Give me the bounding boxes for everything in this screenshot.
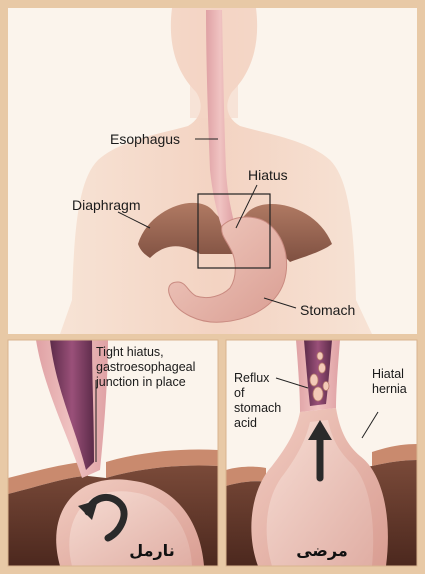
normal-panel: Tight hiatus, gastroesophageal junction …	[8, 340, 218, 566]
acid-droplet	[319, 363, 326, 373]
acid-droplet	[323, 382, 329, 391]
reflux-label-line-4: acid	[234, 416, 257, 430]
acid-droplet	[310, 374, 318, 386]
hernia-label: Hiatal hernia	[372, 367, 407, 396]
hernia-label-line-1: Hiatal	[372, 367, 404, 381]
acid-droplet	[317, 352, 323, 360]
reflux-label-line-1: Reflux	[234, 371, 270, 385]
hernia-panel: Reflux of stomach acid Hiatal hernia مرض…	[226, 340, 417, 566]
top-panel: Esophagus Hiatus Diaphragm Stomach	[8, 8, 417, 334]
label-stomach: Stomach	[300, 302, 355, 318]
normal-annotation-line-3: junction in place	[95, 375, 186, 389]
label-hiatus: Hiatus	[248, 167, 288, 183]
reflux-label-line-3: stomach	[234, 401, 281, 415]
label-diaphragm: Diaphragm	[72, 197, 140, 213]
hernia-label-line-2: hernia	[372, 382, 407, 396]
reflux-label-line-2: of	[234, 386, 245, 400]
normal-caption: نارمل	[129, 541, 174, 560]
normal-annotation-line-1: Tight hiatus,	[96, 345, 164, 359]
label-esophagus: Esophagus	[110, 131, 180, 147]
hernia-caption: مرضی	[296, 541, 348, 560]
acid-droplet	[313, 387, 323, 401]
normal-annotation-line-2: gastroesophageal	[96, 360, 195, 374]
